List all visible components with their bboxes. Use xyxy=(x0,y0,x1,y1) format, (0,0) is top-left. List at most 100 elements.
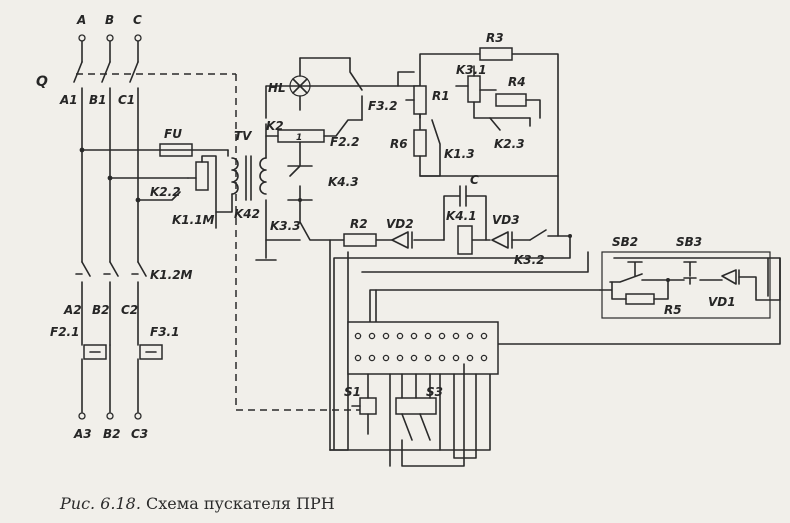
contact-k3-2 xyxy=(529,229,572,241)
load-wires xyxy=(81,344,139,413)
relay-k2-coil: 1 xyxy=(265,119,363,143)
harness-wires xyxy=(329,235,781,451)
label-k1-3: K1.3 xyxy=(444,147,475,161)
label-f2-2: F2.2 xyxy=(330,135,359,149)
label-r6: R6 xyxy=(390,137,408,151)
station-wiring xyxy=(599,257,781,301)
ground-symbol xyxy=(255,239,277,261)
label-vd3: VD3 xyxy=(492,213,520,227)
power-contacts-k1-2m xyxy=(75,261,147,346)
caption-title: Схема пускателя ПРН xyxy=(146,494,335,513)
transformer-tv xyxy=(215,149,267,213)
phase-terminals-top xyxy=(78,34,142,42)
relay-k3-1 xyxy=(455,65,531,119)
label-vd1: VD1 xyxy=(708,295,736,309)
terminal-block xyxy=(347,321,499,375)
connector-pin xyxy=(410,354,418,362)
label-r3: R3 xyxy=(486,31,504,45)
label-tv: TV xyxy=(234,129,253,143)
connector-pin xyxy=(452,354,460,362)
fuse-fu xyxy=(159,143,193,157)
diode-vd3 xyxy=(491,231,513,249)
phase-terminals-bottom xyxy=(78,412,142,420)
label-s3: S3 xyxy=(426,385,443,399)
s-block-wires xyxy=(389,373,477,467)
contact-k4-3 xyxy=(287,141,313,202)
label-k3-3: K3.3 xyxy=(270,219,301,233)
connector-pin xyxy=(396,332,404,340)
mechanical-link-dash xyxy=(235,74,362,411)
label-a2: A2 xyxy=(63,303,82,317)
connector-pin xyxy=(396,354,404,362)
switch-s1 xyxy=(351,373,377,435)
connector-pin xyxy=(480,332,488,340)
resistor-r2 xyxy=(343,233,377,247)
connector-pin xyxy=(466,354,474,362)
connector-pin xyxy=(466,332,474,340)
pushbutton-station xyxy=(601,251,771,319)
thermal-relay-f3-1 xyxy=(139,344,163,360)
connector-pin xyxy=(424,354,432,362)
label-s1: S1 xyxy=(344,385,361,399)
label-f3-1: F3.1 xyxy=(150,325,179,339)
label-b3: B2 xyxy=(103,427,121,441)
label-phase-b: B xyxy=(105,13,114,27)
connector-pin xyxy=(410,332,418,340)
label-phase-c: C xyxy=(133,13,142,27)
resistor-r3 xyxy=(479,47,513,61)
connector-pin xyxy=(424,332,432,340)
switch-s3 xyxy=(395,363,465,467)
control-feed xyxy=(79,147,229,203)
label-r2: R2 xyxy=(350,217,368,231)
label-k4-1: K4.1 xyxy=(446,209,477,223)
label-k2: K2 xyxy=(266,119,284,133)
connector-pin xyxy=(438,354,446,362)
label-sb2: SB2 xyxy=(612,235,638,249)
resistor-r6 xyxy=(413,113,441,177)
resistor-r4 xyxy=(495,93,541,119)
connector-pin xyxy=(368,354,376,362)
relay-k2-2-coil xyxy=(187,155,217,229)
label-f3-2: F3.2 xyxy=(368,99,397,113)
pushbutton-sb3 xyxy=(683,261,697,285)
label-b2: B2 xyxy=(92,303,110,317)
label-c: C xyxy=(470,173,479,187)
capacitor-c xyxy=(443,185,487,241)
svg-text:1: 1 xyxy=(296,133,302,143)
label-k2-2: K2.2 xyxy=(150,185,181,199)
label-sb3: SB3 xyxy=(676,235,702,249)
main-switch-q xyxy=(73,40,236,263)
label-k4-3: K4.3 xyxy=(328,175,359,189)
resistor-r5 xyxy=(625,293,655,305)
label-c3: C3 xyxy=(131,427,148,441)
label-b1: B1 xyxy=(89,93,107,107)
lamp-hl xyxy=(289,57,351,111)
figure-caption: Рис. 6.18. Схема пускателя ПРН xyxy=(60,494,335,513)
label-k4-2: K42 xyxy=(234,207,260,221)
contact-f3-2 xyxy=(349,57,363,121)
thermal-relay-f2-1 xyxy=(83,344,107,360)
label-k1-1m: K1.1M xyxy=(172,213,215,227)
relay-k4-1 xyxy=(457,225,473,255)
label-fu: FU xyxy=(164,127,182,141)
label-c2: C2 xyxy=(121,303,138,317)
diode-vd2 xyxy=(391,231,413,249)
diode-vd1 xyxy=(721,269,740,285)
contact-k2-3 xyxy=(489,117,531,131)
connector-pin xyxy=(452,332,460,340)
label-k2-3: K2.3 xyxy=(494,137,525,151)
label-q: Q xyxy=(36,74,48,90)
label-k3-2: K3.2 xyxy=(514,253,545,267)
pushbutton-sb2 xyxy=(609,261,643,283)
resistor-r1 xyxy=(397,71,427,115)
label-vd2: VD2 xyxy=(386,217,414,231)
label-f2-1: F2.1 xyxy=(50,325,79,339)
connector-pin xyxy=(480,354,488,362)
label-hl: HL xyxy=(268,81,286,95)
connector-pin xyxy=(354,332,362,340)
harness-wires-inner xyxy=(329,251,589,451)
label-r1: R1 xyxy=(432,89,450,103)
connector-pins xyxy=(354,332,488,362)
